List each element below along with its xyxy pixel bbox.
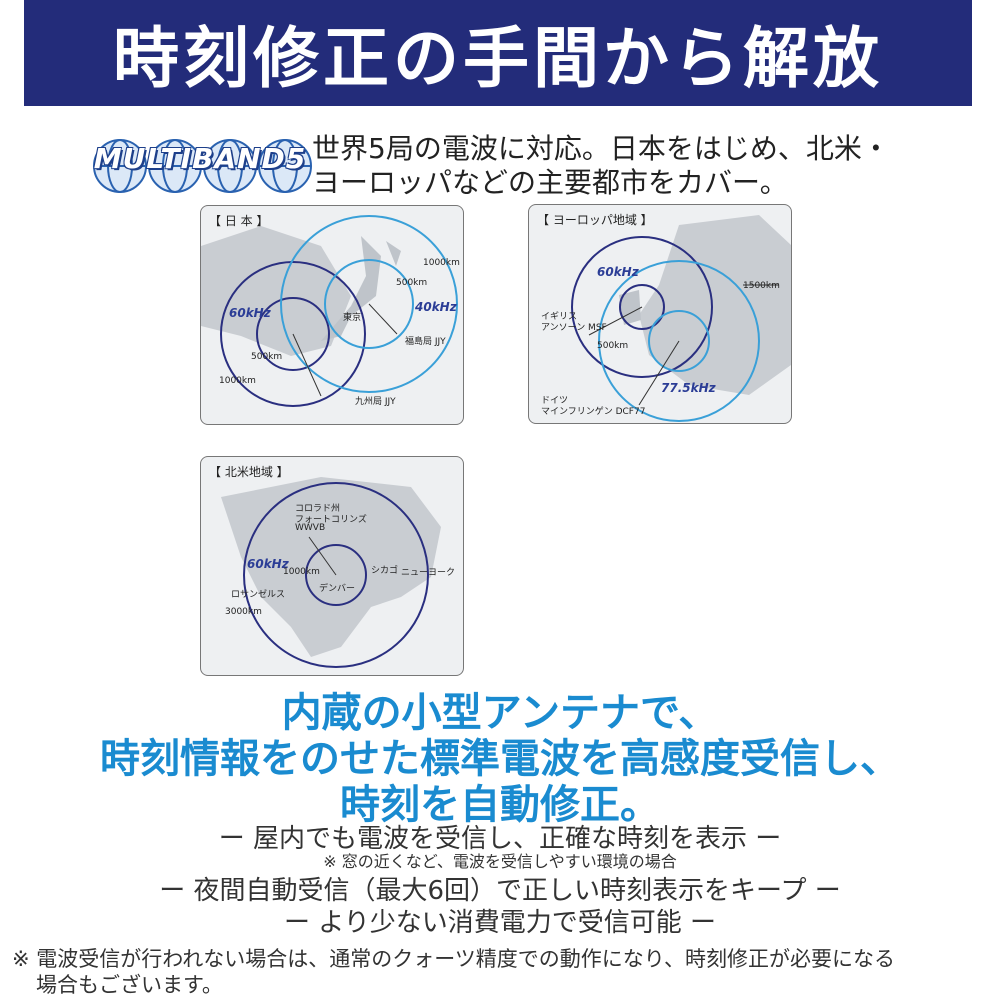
feature-1: ー 屋内でも電波を受信し、正確な時刻を表示 ー: [218, 824, 782, 854]
north-america-map: 【 北米地域 】 コロラド州 フォートコリンズ WWVB 60kHz 1000k…: [200, 456, 464, 676]
na-colorado-1: コロラド州: [295, 504, 341, 514]
intro-text: 世界5局の電波に対応。日本をはじめ、北米・ ヨーロッパなどの主要都市をカバー。: [312, 132, 972, 200]
japan-1000km-bottom: 1000km: [219, 376, 256, 386]
headline-line-1: 内蔵の小型アンテナで、: [281, 690, 719, 736]
title-banner: 時刻修正の手間から解放: [24, 0, 972, 106]
footnote-line-2: 場合もございます。: [36, 973, 223, 997]
japan-1000km-top: 1000km: [423, 258, 460, 268]
japan-500km-bottom: 500km: [251, 352, 283, 362]
footnote: ※ 電波受信が行われない場合は、通常のクォーツ精度での動作になり、時刻修正が必要…: [12, 946, 992, 998]
japan-map-title: 【 日 本 】: [209, 214, 269, 228]
europe-map: 【 ヨーロッパ地域 】 60kHz 1500km イギリス アンソーン MSF …: [528, 204, 792, 424]
na-colorado-3: WWVB: [295, 523, 326, 533]
na-denver: デンバー: [319, 584, 356, 594]
na-los-angeles: ロサンゼルス: [231, 590, 286, 600]
feature-3: ー より少ない消費電力で受信可能 ー: [283, 908, 716, 938]
na-newyork: ニューヨーク: [401, 568, 456, 578]
headline-line-3: 時刻を自動修正。: [340, 782, 660, 828]
japan-map: 【 日 本 】 1000km 500km 40kHz 東京 福島局 JJY 60…: [200, 205, 464, 425]
north-america-map-title: 【 北米地域 】: [209, 465, 289, 479]
multiband5-logo: MULTIBAND5: [80, 128, 320, 200]
europe-map-title: 【 ヨーロッパ地域 】: [537, 213, 653, 227]
na-chicago: シカゴ: [371, 566, 399, 576]
europe-1500km: 1500km: [743, 281, 780, 291]
globe-icon: [93, 139, 312, 193]
logo-text: MULTIBAND5: [93, 142, 307, 175]
japan-fukushima: 福島局 JJY: [405, 337, 446, 347]
japan-500km-top: 500km: [396, 278, 428, 288]
japan-tokyo: 東京: [343, 313, 362, 323]
headline-line-2: 時刻情報をのせた標準電波を高感度受信し、: [100, 736, 900, 782]
na-colorado-2: フォートコリンズ: [295, 515, 367, 525]
na-1000km: 1000km: [283, 567, 320, 577]
japan-map-graphic: [201, 215, 458, 407]
europe-500km: 500km: [597, 341, 629, 351]
japan-40khz: 40kHz: [415, 300, 457, 314]
europe-uk-2: アンソーン MSF: [541, 323, 607, 333]
europe-77-5khz: 77.5kHz: [661, 381, 716, 395]
na-3000km: 3000km: [225, 607, 262, 617]
na-60khz: 60kHz: [247, 557, 289, 571]
feature-2: ー 夜間自動受信（最大6回）で正しい時刻表示をキープ ー: [159, 876, 841, 906]
footnote-line-1: ※ 電波受信が行われない場合は、通常のクォーツ精度での動作になり、時刻修正が必要…: [12, 947, 895, 971]
intro-line-2: ヨーロッパなどの主要都市をカバー。: [312, 166, 788, 199]
japan-60khz: 60kHz: [229, 306, 271, 320]
banner-title: 時刻修正の手間から解放: [113, 20, 883, 97]
north-america-map-graphic: [221, 477, 441, 668]
europe-map-graphic: [571, 215, 791, 422]
europe-de-2: マインフリンゲン DCF77: [541, 407, 646, 417]
europe-uk-1: イギリス: [541, 312, 578, 322]
europe-60khz: 60kHz: [597, 265, 639, 279]
europe-de-1: ドイツ: [541, 396, 569, 406]
intro-line-1: 世界5局の電波に対応。日本をはじめ、北米・: [312, 132, 890, 165]
japan-kyushu: 九州局 JJY: [355, 397, 396, 407]
feature-1-note: ※ 窓の近くなど、電波を受信しやすい環境の場合: [323, 852, 677, 871]
